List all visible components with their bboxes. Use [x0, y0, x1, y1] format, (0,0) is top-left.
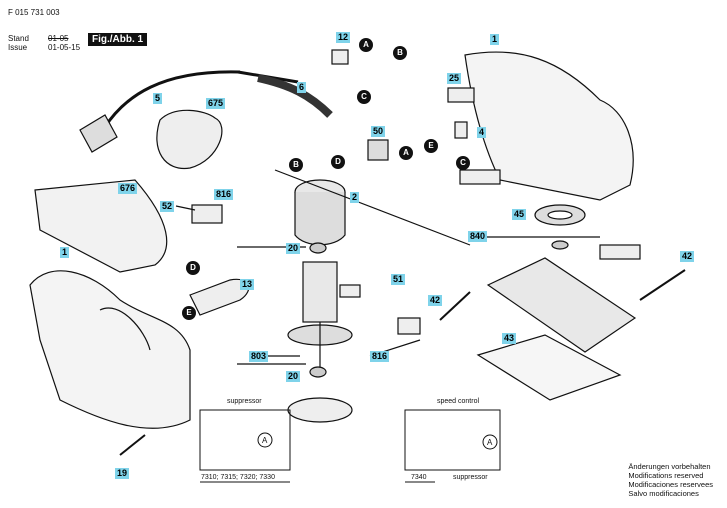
connector-a-mid: A	[399, 146, 413, 160]
stand-label: Stand	[8, 34, 29, 43]
connector-d-mid: D	[331, 155, 345, 169]
connector-c-top: C	[357, 90, 371, 104]
part-label-19: 19	[115, 468, 130, 479]
part-label-4: 4	[477, 127, 487, 138]
connector-e-top: E	[424, 139, 438, 153]
models-right: 7340	[411, 474, 427, 481]
housing-left	[29, 270, 191, 429]
dust-adapter	[156, 109, 223, 170]
stand-value: 01-05	[48, 34, 69, 43]
note-fr: Modificaciones reservees	[628, 480, 713, 489]
base-plate	[486, 257, 637, 353]
connector-b-mid: B	[289, 158, 303, 172]
issue-value: 01-05-15	[48, 43, 81, 52]
sanding-sheet	[476, 334, 622, 401]
doc-number: F 015 731 003	[8, 8, 60, 17]
note-de: Änderungen vorbehalten	[628, 462, 711, 471]
suppressor-label-left: suppressor	[227, 398, 262, 405]
part-label-2: 2	[350, 192, 360, 203]
cord-sleeve	[257, 74, 333, 118]
note-en: Modifications reserved	[628, 471, 704, 480]
part-label-25: 25	[447, 73, 462, 84]
part-label-20: 20	[286, 243, 301, 254]
part-label-45: 45	[512, 209, 527, 220]
modification-notes: Änderungen vorbehalten Modifications res…	[628, 462, 713, 498]
part-label-816-lower: 816	[370, 351, 390, 362]
part-label-803: 803	[249, 351, 269, 362]
part-label-675: 675	[206, 98, 226, 109]
part-label-13: 13	[240, 279, 255, 290]
issue-label: Issue	[8, 43, 28, 52]
plug	[79, 114, 118, 153]
part-label-1-left: 1	[60, 247, 70, 258]
part-label-12: 12	[336, 32, 351, 43]
part-label-840: 840	[468, 231, 488, 242]
part-label-51: 51	[391, 274, 406, 285]
part-label-50: 50	[371, 126, 386, 137]
part-label-20-lower: 20	[286, 371, 301, 382]
connector-a-top: A	[359, 38, 373, 52]
models-left: 7310; 7315; 7320; 7330	[201, 474, 275, 481]
svg-text:A: A	[262, 436, 268, 445]
svg-text:A: A	[487, 438, 493, 447]
suppressor-label-right: suppressor	[453, 474, 488, 481]
part-label-1: 1	[490, 34, 500, 45]
dust-bag	[34, 179, 168, 273]
part-label-42-left: 42	[428, 295, 443, 306]
part-label-42-right: 42	[680, 251, 695, 262]
part-label-6: 6	[297, 82, 307, 93]
connector-b-top: B	[393, 46, 407, 60]
part-label-816: 816	[214, 189, 234, 200]
connector-e-left: E	[182, 306, 196, 320]
speed-control-label: speed control	[437, 398, 480, 405]
connector-c-right: C	[456, 156, 470, 170]
part-label-52: 52	[160, 201, 175, 212]
note-es: Salvo modificaciones	[628, 489, 699, 498]
figure-label: Fig./Abb. 1	[88, 33, 148, 46]
part-label-43: 43	[502, 333, 517, 344]
part-label-676: 676	[118, 183, 138, 194]
connector-d-left: D	[186, 261, 200, 275]
housing-right	[464, 51, 634, 201]
part-label-5: 5	[153, 93, 163, 104]
